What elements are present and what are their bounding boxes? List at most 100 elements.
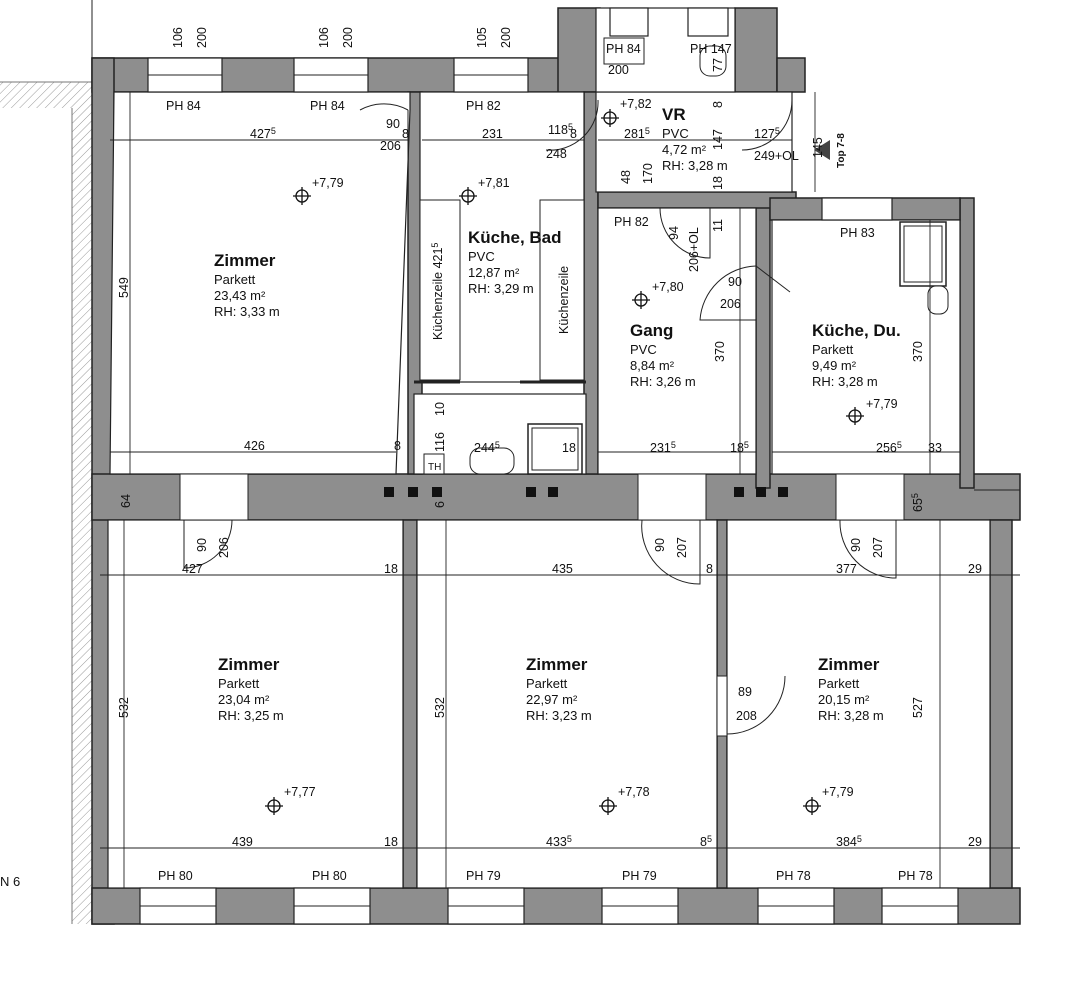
room-zimmer-1: Zimmer Parkett 23,43 m² RH: 3,33 m bbox=[214, 251, 280, 319]
parapet-label: PH 82 bbox=[466, 99, 501, 113]
dim-label: 3845 bbox=[836, 834, 862, 849]
dim-label: 89 bbox=[738, 685, 752, 699]
room-areas bbox=[107, 7, 991, 889]
dim-label: Küchenzeile bbox=[557, 266, 571, 334]
room-height: RH: 3,26 m bbox=[630, 374, 696, 389]
dim-label: 8 bbox=[706, 562, 713, 576]
room-area: 23,04 m² bbox=[218, 692, 270, 707]
room-area: 12,87 m² bbox=[468, 265, 520, 280]
level-marker bbox=[632, 291, 650, 309]
dim-label: 206+OL bbox=[687, 227, 701, 272]
dim-label: 370 bbox=[713, 341, 727, 362]
parapet-label: PH 78 bbox=[776, 869, 811, 883]
room-height: RH: 3,23 m bbox=[526, 708, 592, 723]
room-name: VR bbox=[662, 105, 686, 124]
dim-label: 2315 bbox=[650, 440, 676, 455]
level-label: +7,79 bbox=[822, 785, 854, 799]
level-marker bbox=[293, 187, 311, 205]
level-label: +7,77 bbox=[284, 785, 316, 799]
parapet-label: PH 78 bbox=[898, 869, 933, 883]
room-height: RH: 3,28 m bbox=[812, 374, 878, 389]
neighbor-hatch bbox=[0, 81, 92, 924]
dim-label: 105 bbox=[475, 27, 489, 48]
room-area: 22,97 m² bbox=[526, 692, 578, 707]
dim-label: TH bbox=[428, 462, 441, 473]
dim-label: 10 bbox=[433, 402, 447, 416]
dim-label: 2565 bbox=[876, 440, 902, 455]
room-floor: PVC bbox=[630, 342, 657, 357]
room-floor: PVC bbox=[468, 249, 495, 264]
parapet-label: PH 147 bbox=[690, 42, 732, 56]
dim-label: 185 bbox=[730, 440, 749, 455]
dim-label: 2815 bbox=[624, 126, 650, 141]
room-name: Küche, Du. bbox=[812, 321, 901, 340]
dim-label: 90 bbox=[195, 538, 209, 552]
room-zimmer-2: Zimmer Parkett 23,04 m² RH: 3,25 m bbox=[218, 655, 284, 723]
dim-label: 527 bbox=[911, 697, 925, 718]
dim-label: 249+OL bbox=[754, 149, 799, 163]
dim-label: 64 bbox=[119, 494, 133, 508]
dim-label: 549 bbox=[117, 277, 131, 298]
dim-label: 8 bbox=[570, 127, 577, 141]
dim-label: 4335 bbox=[546, 834, 572, 849]
parapet-label: PH 80 bbox=[312, 869, 347, 883]
dim-label: 207 bbox=[675, 537, 689, 558]
room-area: 4,72 m² bbox=[662, 142, 707, 157]
vent-markers bbox=[384, 487, 788, 497]
dimension-labels: 106 200 106 200 105 200 4275 549 426 8 9… bbox=[117, 27, 982, 849]
dim-label: 116 bbox=[433, 432, 447, 452]
room-zimmer-4: Zimmer Parkett 20,15 m² RH: 3,28 m bbox=[818, 655, 884, 723]
dim-label: 77 bbox=[711, 58, 725, 72]
room-vr: VR PVC 4,72 m² RH: 3,28 m bbox=[662, 105, 728, 173]
dim-label: 200 bbox=[608, 63, 629, 77]
dim-label: 18 bbox=[711, 176, 725, 190]
dim-label: Top 7-8 bbox=[836, 133, 847, 168]
neighbor-label: N 6 bbox=[0, 874, 20, 889]
dim-label: 85 bbox=[700, 834, 712, 849]
room-floor: Parkett bbox=[526, 676, 568, 691]
dim-label: 532 bbox=[433, 697, 447, 718]
dim-label: 8 bbox=[394, 439, 401, 453]
dim-label: 90 bbox=[728, 275, 742, 289]
parapet-label: PH 79 bbox=[466, 869, 501, 883]
dim-label: 90 bbox=[653, 538, 667, 552]
room-area: 20,15 m² bbox=[818, 692, 870, 707]
level-label: +7,79 bbox=[866, 397, 898, 411]
dim-label: 2445 bbox=[474, 440, 500, 455]
level-label: +7,81 bbox=[478, 176, 510, 190]
dim-label: 200 bbox=[195, 27, 209, 48]
dim-label: 106 bbox=[317, 27, 331, 48]
dim-label: 18 bbox=[562, 441, 576, 455]
room-height: RH: 3,25 m bbox=[218, 708, 284, 723]
parapet-labels: PH 84 PH 84 PH 82 PH 82 PH 83 PH 80 PH 8… bbox=[158, 42, 933, 883]
room-labels: Zimmer Parkett 23,43 m² RH: 3,33 m Küche… bbox=[214, 105, 901, 723]
dim-label: 200 bbox=[499, 27, 513, 48]
dim-label: 370 bbox=[911, 341, 925, 362]
dim-label: 29 bbox=[968, 562, 982, 576]
dim-label: 427 bbox=[182, 562, 203, 576]
kitchenette bbox=[414, 199, 586, 384]
room-name: Gang bbox=[630, 321, 673, 340]
dim-label: 206 bbox=[720, 297, 741, 311]
parapet-label: PH 79 bbox=[622, 869, 657, 883]
room-kueche-bad: Küche, Bad PVC 12,87 m² RH: 3,29 m bbox=[468, 228, 562, 296]
room-height: RH: 3,28 m bbox=[818, 708, 884, 723]
level-marker bbox=[265, 797, 283, 815]
room-kueche-du: Küche, Du. Parkett 9,49 m² RH: 3,28 m bbox=[812, 321, 901, 389]
sanitary bbox=[423, 37, 949, 475]
room-name: Zimmer bbox=[818, 655, 880, 674]
level-marker bbox=[803, 797, 821, 815]
room-gang: Gang PVC 8,84 m² RH: 3,26 m bbox=[630, 321, 696, 389]
dim-label: 18 bbox=[384, 562, 398, 576]
dimension-lines bbox=[100, 92, 1020, 888]
windows bbox=[139, 7, 959, 925]
room-name: Zimmer bbox=[218, 655, 280, 674]
dim-label: 6 bbox=[433, 501, 447, 508]
parapet-label: PH 80 bbox=[158, 869, 193, 883]
parapet-label: PH 82 bbox=[614, 215, 649, 229]
dim-label: 33 bbox=[928, 441, 942, 455]
dim-label: 426 bbox=[244, 439, 265, 453]
room-zimmer-3: Zimmer Parkett 22,97 m² RH: 3,23 m bbox=[526, 655, 592, 723]
dim-label: 29 bbox=[968, 835, 982, 849]
